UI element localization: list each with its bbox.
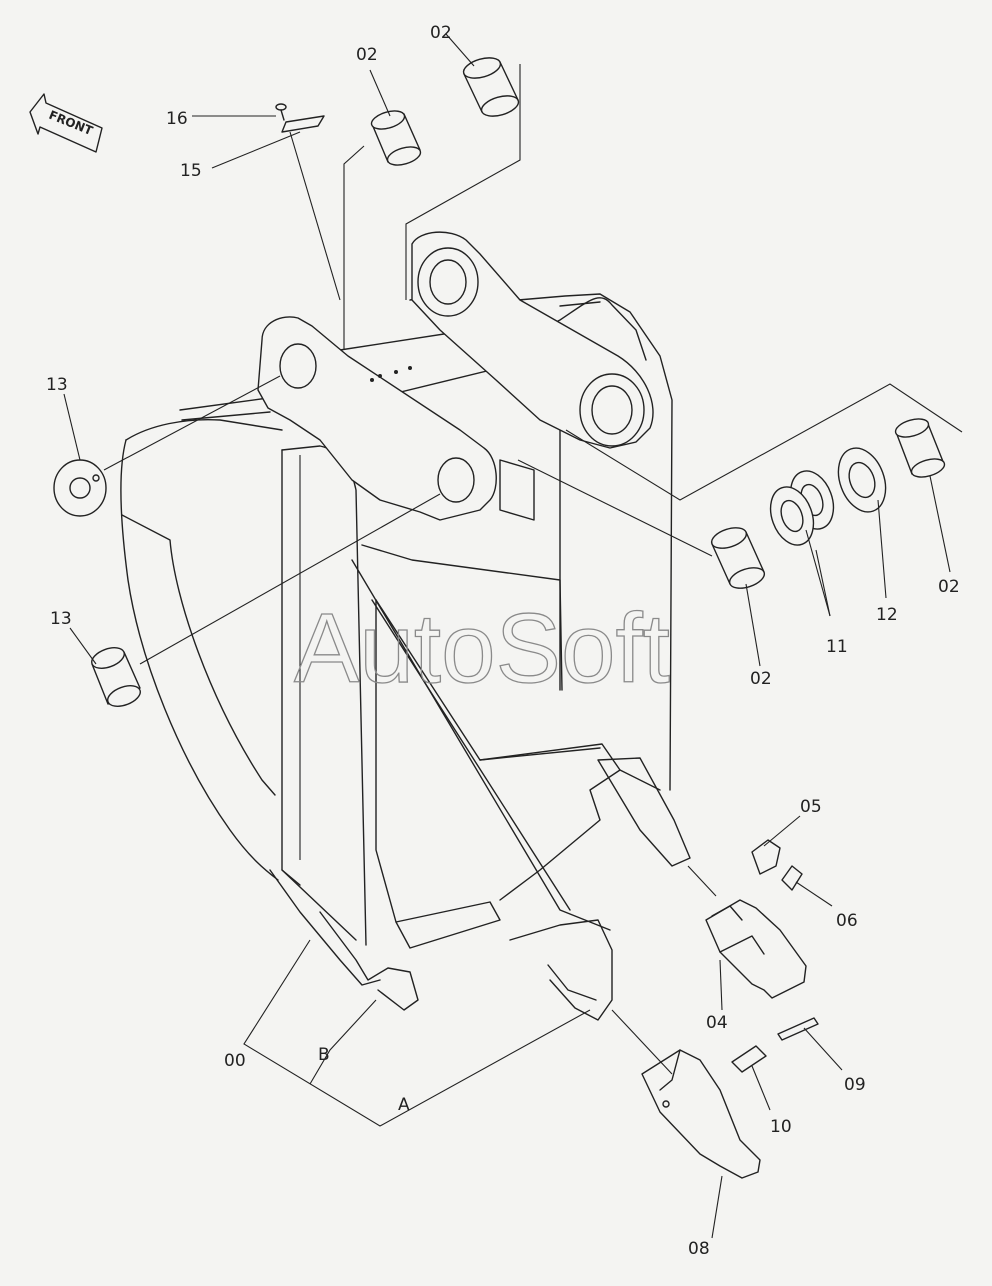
callout-02: 02 (356, 45, 378, 65)
bushing-02-right (894, 418, 946, 478)
callout-02: 02 (938, 577, 960, 597)
callout-05: 05 (800, 797, 822, 817)
callout-08: 08 (688, 1239, 710, 1259)
leader-lines (63, 33, 963, 1239)
bushing-02-top (462, 57, 520, 117)
callout-00: 00 (224, 1051, 246, 1071)
bushing-02-upper (370, 110, 422, 166)
callout-04: 04 (706, 1013, 728, 1033)
plate-15 (281, 115, 325, 133)
screw-16 (275, 103, 287, 121)
callout-labels: 16 15 02 02 13 13 02 12 11 02 05 06 04 0… (46, 23, 960, 1259)
washer-12 (837, 447, 887, 513)
bushing-02-center (710, 527, 766, 589)
pin-hole (279, 343, 317, 389)
callout-13: 13 (46, 375, 68, 395)
front-arrow-icon: FRONT (29, 93, 103, 153)
callout-02: 02 (430, 23, 452, 43)
pin-10 (731, 1045, 767, 1073)
callout-12: 12 (876, 605, 898, 625)
pin-09 (777, 1017, 819, 1041)
pin-06 (781, 865, 803, 891)
stopper-block (499, 459, 535, 521)
right-boss-plate (411, 231, 654, 449)
left-boss-plate (257, 316, 497, 521)
tooth-point-04 (705, 899, 807, 999)
shim-11 (769, 470, 835, 546)
lock-05 (751, 839, 781, 875)
ring-13-lower (91, 647, 141, 707)
watermark: AutoSoft (294, 593, 670, 703)
pin-hole (437, 457, 475, 503)
tooth-08 (641, 1049, 761, 1179)
callout-06: 06 (836, 911, 858, 931)
ring-13-upper (53, 459, 107, 517)
callout-15: 15 (180, 161, 202, 181)
callout-B: B (318, 1045, 330, 1065)
callout-09: 09 (844, 1075, 866, 1095)
callout-A: A (398, 1095, 410, 1115)
callout-16: 16 (166, 109, 188, 129)
callout-02: 02 (750, 669, 772, 689)
callout-13: 13 (50, 609, 72, 629)
callout-11: 11 (826, 637, 848, 657)
callout-10: 10 (770, 1117, 792, 1137)
